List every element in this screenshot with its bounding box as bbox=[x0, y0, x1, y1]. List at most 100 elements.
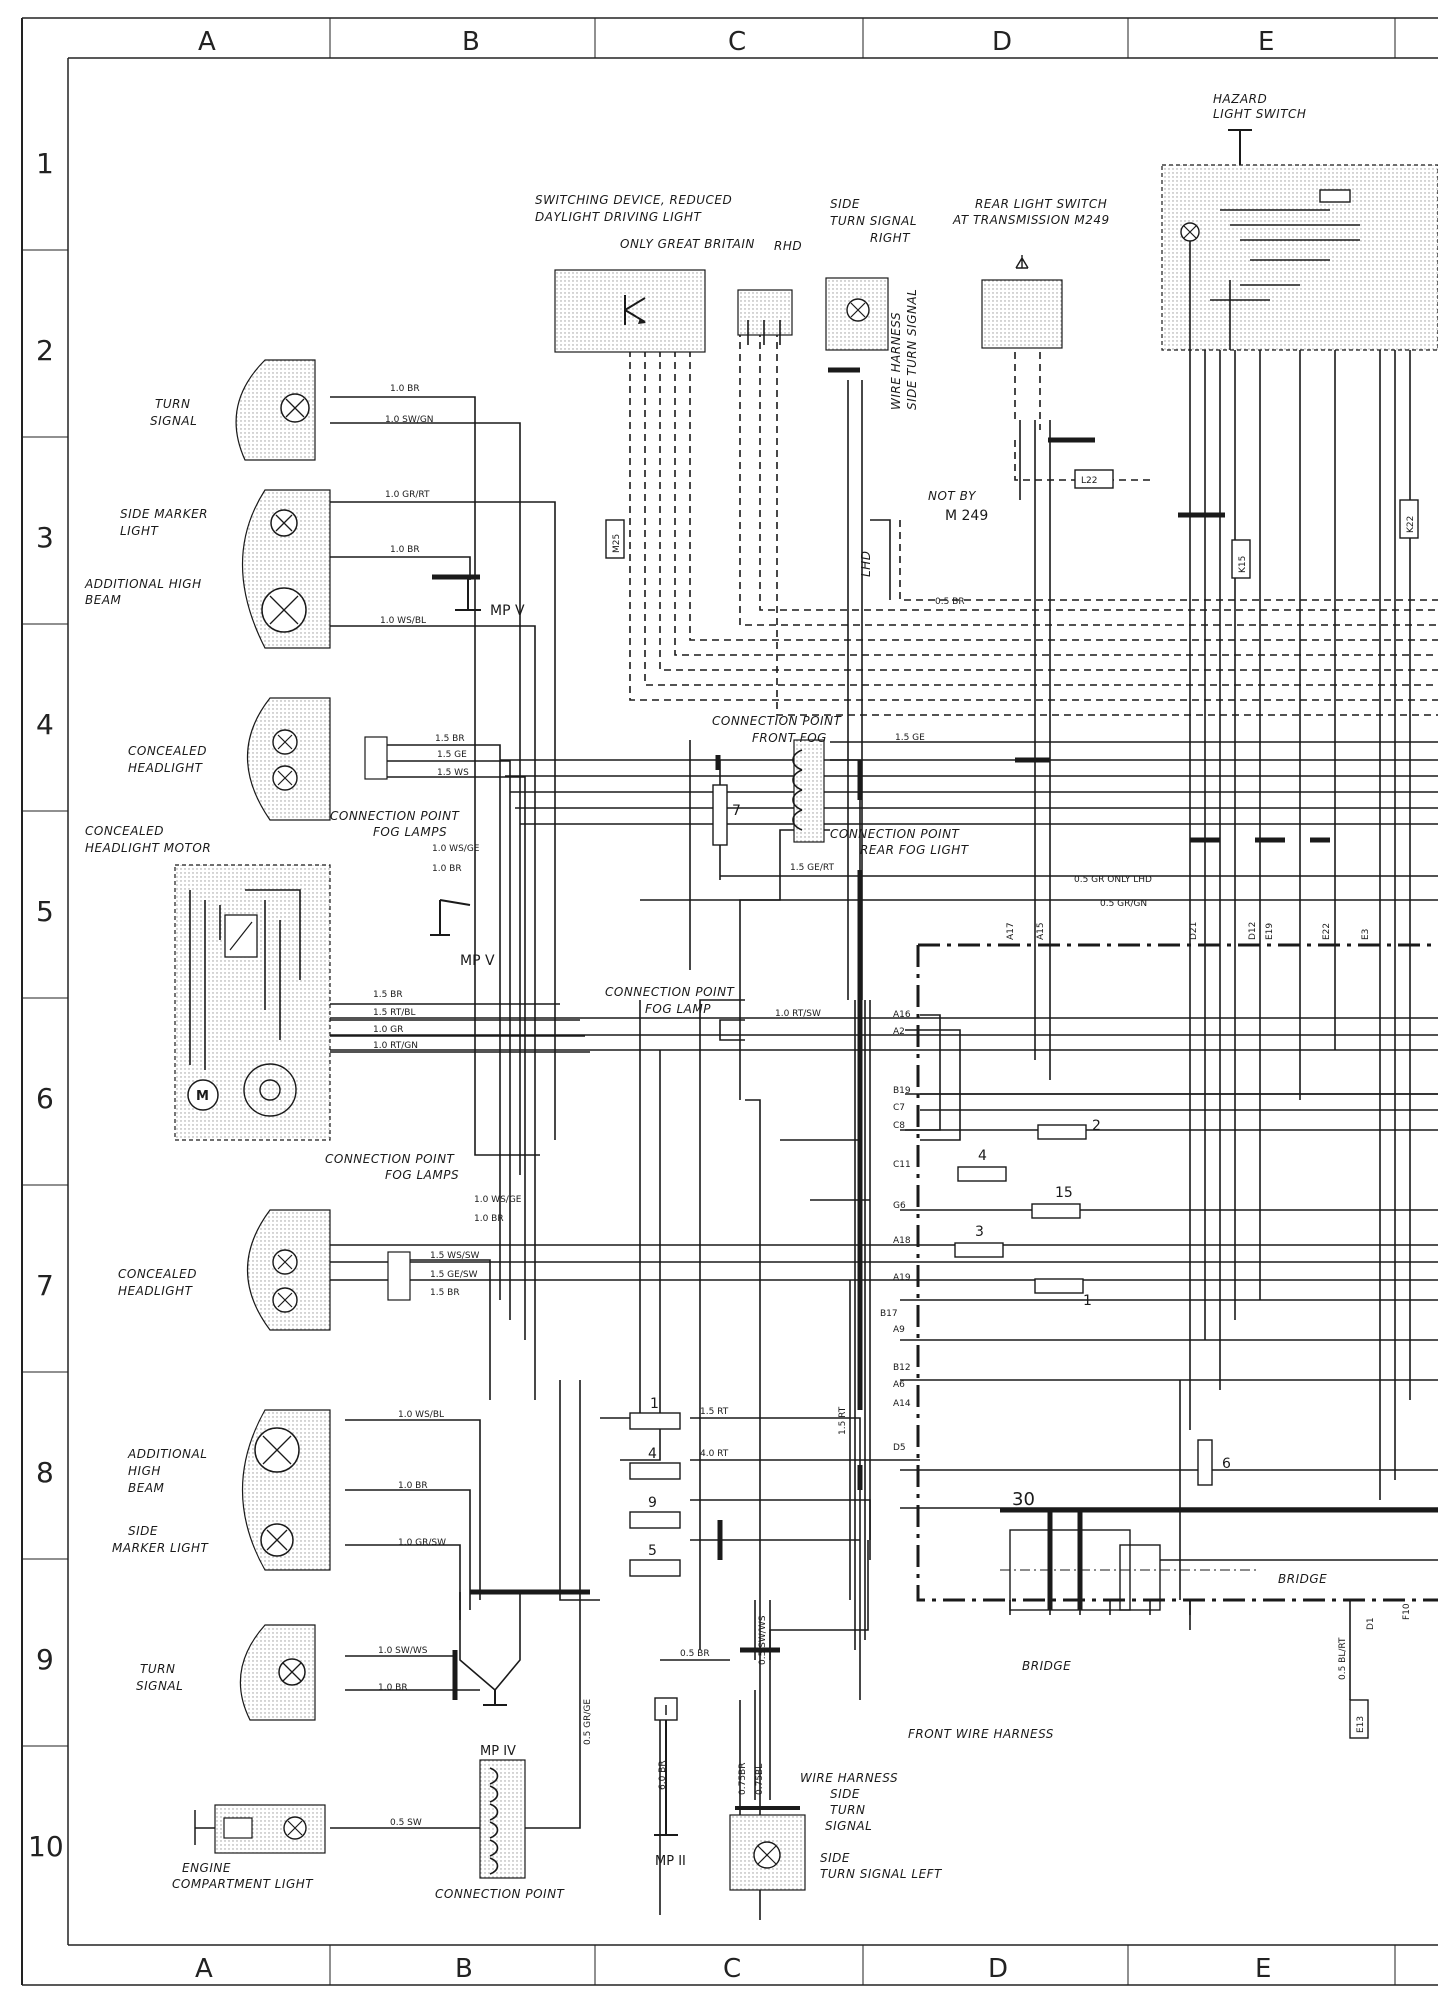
svg-text:1.0 SW/GN: 1.0 SW/GN bbox=[385, 415, 434, 425]
concealed-headlight-bottom bbox=[246, 1209, 411, 1331]
row-label-4: 4 bbox=[36, 708, 54, 741]
side-turn-signal-left bbox=[729, 1806, 806, 1891]
concealed-headlight-top-label-2: HEADLIGHT bbox=[128, 761, 204, 775]
e13-box: E13 bbox=[1349, 1699, 1369, 1739]
fuse-2-label: 2 bbox=[1092, 1118, 1101, 1134]
svg-text:D5: D5 bbox=[893, 1443, 906, 1453]
concealed-headlight-motor-label-2: HEADLIGHT MOTOR bbox=[85, 841, 211, 855]
row-label-1: 1 bbox=[36, 147, 54, 180]
fuse-1-label: 1 bbox=[1083, 1293, 1092, 1309]
svg-text:1.0 BR: 1.0 BR bbox=[390, 545, 420, 555]
connection-point-rear-fog-label-2: REAR FOG LIGHT bbox=[860, 843, 970, 857]
wire-harness-left-label-2: SIDE bbox=[830, 1787, 860, 1801]
svg-text:1.5 GE/SW: 1.5 GE/SW bbox=[430, 1270, 478, 1280]
side-turn-signal-right bbox=[825, 277, 889, 351]
svg-text:1.0 BR: 1.0 BR bbox=[474, 1214, 504, 1224]
wire-harness-side-turn-label: WIRE HARNESS bbox=[889, 312, 903, 410]
splice-bars bbox=[432, 367, 1438, 1700]
control-unit-pin-labels: A17 A15 D21 D12 E19 E22 E3 A16 A2 B19 C7… bbox=[880, 922, 1412, 1630]
additional-high-beam-bottom-label-1: ADDITIONAL bbox=[127, 1447, 207, 1461]
mp-ii-label: MP II bbox=[655, 1854, 686, 1869]
svg-text:1.0 WS/BL: 1.0 WS/BL bbox=[380, 616, 426, 626]
svg-text:1.5 BR: 1.5 BR bbox=[373, 990, 403, 1000]
side-marker-light-top-label-1: SIDE MARKER bbox=[120, 507, 208, 521]
row-label-5: 5 bbox=[36, 895, 54, 928]
turn-signal-bottom-label-1: TURN bbox=[140, 1662, 175, 1676]
col-label-a-bottom: A bbox=[195, 1954, 213, 1984]
front-wire-harness-label: FRONT WIRE HARNESS bbox=[908, 1727, 1054, 1741]
mp-iv-connection-point bbox=[459, 1592, 526, 1879]
switching-device-label-2: DAYLIGHT DRIVING LIGHT bbox=[535, 210, 702, 224]
svg-text:0.5 SW/WS: 0.5 SW/WS bbox=[758, 1615, 768, 1665]
svg-text:1.0 BR: 1.0 BR bbox=[432, 864, 462, 874]
wire-harness-side-turn-label-2: SIDE TURN SIGNAL bbox=[905, 289, 919, 410]
svg-text:0.5 BL/RT: 0.5 BL/RT bbox=[1338, 1637, 1348, 1680]
svg-text:D12: D12 bbox=[1248, 922, 1258, 940]
svg-text:0.75BL: 0.75BL bbox=[755, 1764, 765, 1795]
not-by-label: NOT BY bbox=[928, 489, 977, 503]
svg-text:1.5 BR: 1.5 BR bbox=[430, 1288, 460, 1298]
svg-text:1.5 BR: 1.5 BR bbox=[435, 734, 465, 744]
k22-box: K22 bbox=[1399, 499, 1419, 539]
col-label-d: D bbox=[992, 27, 1012, 57]
side-marker-light-top-label-2: LIGHT bbox=[120, 524, 160, 538]
wire-harness-left-label-4: SIGNAL bbox=[825, 1819, 872, 1833]
svg-text:0.5 SW: 0.5 SW bbox=[390, 1818, 422, 1828]
col-label-a: A bbox=[198, 27, 216, 57]
only-gb-label: ONLY GREAT BRITAIN bbox=[620, 237, 755, 251]
hazard-light-switch bbox=[1161, 129, 1438, 351]
engine-compartment-label-2: COMPARTMENT LIGHT bbox=[172, 1877, 314, 1891]
svg-text:G6: G6 bbox=[893, 1201, 906, 1211]
svg-text:B17: B17 bbox=[880, 1309, 898, 1319]
fuse-7-label: 7 bbox=[732, 803, 741, 819]
m249-label: M 249 bbox=[945, 508, 988, 524]
svg-text:A17: A17 bbox=[1006, 922, 1016, 940]
svg-text:1.0 BR: 1.0 BR bbox=[390, 384, 420, 394]
rear-light-switch-label-2: AT TRANSMISSION M249 bbox=[952, 213, 1110, 227]
svg-text:1.5 WS/SW: 1.5 WS/SW bbox=[430, 1251, 480, 1261]
mp-v-2 bbox=[430, 899, 471, 936]
svg-text:1.0 RT/GN: 1.0 RT/GN bbox=[373, 1041, 418, 1051]
col-label-b: B bbox=[462, 27, 480, 57]
col-label-e-bottom: E bbox=[1255, 1954, 1271, 1984]
svg-text:D1: D1 bbox=[1366, 1617, 1376, 1630]
svg-text:1.0 GR/SW: 1.0 GR/SW bbox=[398, 1538, 446, 1548]
concealed-headlight-top bbox=[246, 697, 388, 821]
svg-text:0.5 GR ONLY LHD: 0.5 GR ONLY LHD bbox=[1074, 875, 1152, 885]
svg-text:M25: M25 bbox=[612, 534, 622, 553]
hazard-light-switch-label-2: LIGHT SWITCH bbox=[1213, 107, 1306, 121]
svg-text:M: M bbox=[196, 1089, 209, 1104]
svg-text:A2: A2 bbox=[893, 1027, 905, 1037]
high-beam-side-marker-bottom bbox=[241, 1409, 331, 1571]
svg-text:K15: K15 bbox=[1238, 556, 1248, 573]
svg-text:1.5 RT: 1.5 RT bbox=[838, 1406, 848, 1435]
mp-ii bbox=[654, 1697, 678, 1836]
concealed-headlight-motor: M bbox=[174, 864, 331, 1141]
connection-point-fog-lamp-label-1: CONNECTION POINT bbox=[605, 985, 736, 999]
svg-text:6.0 BR: 6.0 BR bbox=[658, 1760, 668, 1790]
svg-text:1.0 GR: 1.0 GR bbox=[373, 1025, 403, 1035]
svg-text:1.5 GE: 1.5 GE bbox=[895, 733, 925, 743]
svg-text:1.5 RT: 1.5 RT bbox=[700, 1407, 729, 1417]
column-labels-bottom: A B C D E bbox=[195, 1954, 1271, 1984]
concealed-headlight-top-label-1: CONCEALED bbox=[128, 744, 207, 758]
turn-signal-top bbox=[235, 359, 316, 461]
side-turn-signal-left-label-1: SIDE bbox=[820, 1851, 850, 1865]
rhd-label: RHD bbox=[774, 239, 802, 253]
bridge-blocks bbox=[1000, 1529, 1260, 1615]
svg-text:0.5 GR/GE: 0.5 GR/GE bbox=[583, 1699, 593, 1745]
connection-point-fog-lamps-2-label-2: FOG LAMPS bbox=[385, 1168, 459, 1182]
col-label-d-bottom: D bbox=[988, 1954, 1008, 1984]
row-label-10: 10 bbox=[28, 1830, 64, 1863]
lhd-label: LHD bbox=[859, 551, 873, 577]
rhd-connector bbox=[737, 289, 793, 345]
sheet-frame bbox=[21, 17, 1438, 1986]
bus-30-label: 30 bbox=[1012, 1489, 1035, 1510]
svg-text:A14: A14 bbox=[893, 1399, 911, 1409]
svg-text:D21: D21 bbox=[1189, 922, 1199, 940]
side-marker-bottom-label-1: SIDE bbox=[128, 1524, 158, 1538]
hazard-light-switch-label-1: HAZARD bbox=[1213, 92, 1267, 106]
engine-compartment-label-1: ENGINE bbox=[182, 1861, 231, 1875]
bridge-1-label: BRIDGE bbox=[1278, 1572, 1327, 1586]
